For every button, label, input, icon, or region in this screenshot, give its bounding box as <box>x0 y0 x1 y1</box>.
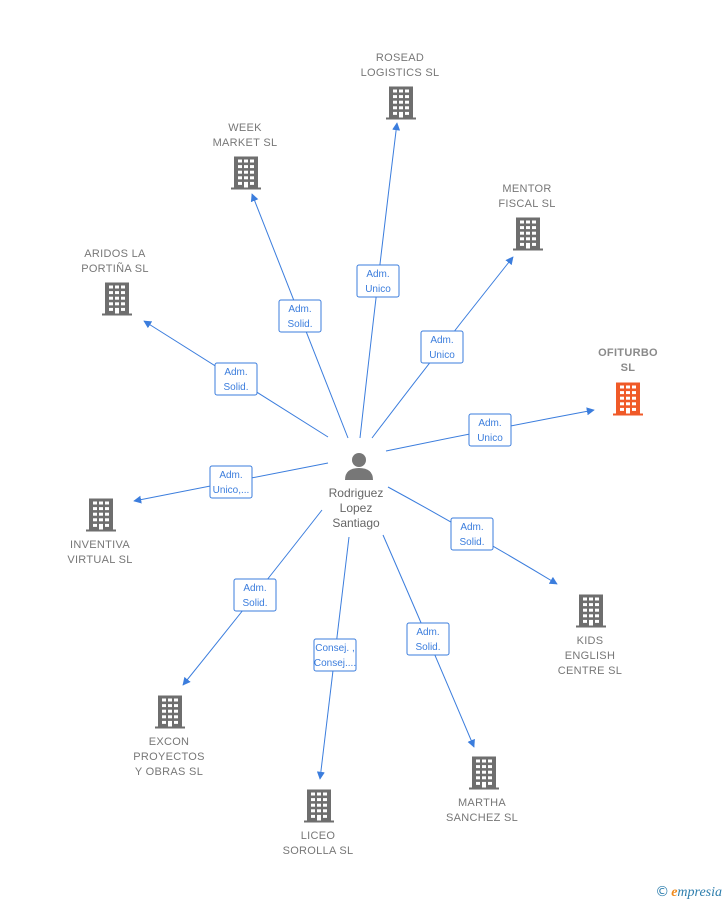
building-icon[interactable] <box>102 282 132 316</box>
company-name: FISCAL SL <box>498 198 555 210</box>
brand-e: e <box>671 885 678 900</box>
edge-label-box[interactable] <box>209 465 253 499</box>
building-icon[interactable] <box>155 695 185 729</box>
company-node-mentor[interactable]: MENTOR FISCAL SL <box>498 183 555 251</box>
company-name: SOROLLA SL <box>283 845 354 857</box>
edge-label-text: Solid. <box>459 537 484 548</box>
person-name: Rodriguez <box>329 486 384 500</box>
edge-kids[interactable]: Adm. Solid. <box>387 486 558 585</box>
edge-label-text: Solid. <box>287 319 312 330</box>
building-icon[interactable] <box>469 756 499 790</box>
company-name: OFITURBO <box>598 347 658 359</box>
edge-martha[interactable]: Adm. Solid. <box>382 534 475 748</box>
edge-label-text: Unico <box>429 350 455 361</box>
edge-inventiva[interactable]: Adm. Unico,... <box>133 462 329 504</box>
edge-label-text: Unico <box>477 433 503 444</box>
edge-label-text: Unico,... <box>213 485 250 496</box>
company-name: ROSEAD <box>376 52 424 64</box>
nodes-layer: ROSEAD LOGISTICS SL WEEK MARKET SL MENTOR FIS… <box>67 52 658 858</box>
edge-label-box[interactable] <box>356 264 400 298</box>
edge-label-text: Adm. <box>224 367 247 378</box>
edge-label-box[interactable] <box>406 622 450 656</box>
company-name: MARTHA <box>458 797 506 809</box>
company-node-martha[interactable]: MARTHA SANCHEZ SL <box>446 756 518 825</box>
company-name: SANCHEZ SL <box>446 812 518 824</box>
company-node-aridos[interactable]: ARIDOS LA PORTIÑA SL <box>81 248 149 316</box>
edge-label-box[interactable] <box>278 299 322 333</box>
person-name: Santiago <box>332 516 380 530</box>
company-node-inventiva[interactable]: INVENTIVA VIRTUAL SL <box>67 498 132 567</box>
building-icon[interactable] <box>86 498 116 532</box>
edge-excon[interactable]: Adm. Solid. <box>182 509 323 686</box>
building-icon[interactable] <box>513 217 543 251</box>
company-node-rosead[interactable]: ROSEAD LOGISTICS SL <box>361 52 440 120</box>
company-name: MARKET SL <box>213 137 278 149</box>
company-name: MENTOR <box>502 183 551 195</box>
edge-week[interactable]: Adm. Solid. <box>250 193 349 439</box>
empresia-logo[interactable]: ©empresia <box>655 884 722 901</box>
company-name: CENTRE SL <box>558 665 622 677</box>
edge-label-text: Solid. <box>242 598 267 609</box>
edge-label-text: Adm. <box>288 304 311 315</box>
person-icon <box>345 453 373 480</box>
building-icon[interactable] <box>386 86 416 120</box>
edge-ofiturbo[interactable]: Adm. Unico <box>385 407 595 452</box>
company-name: PORTIÑA SL <box>81 262 149 275</box>
edge-label-text: Consej.... <box>314 658 356 669</box>
building-icon[interactable] <box>231 156 261 190</box>
company-node-excon[interactable]: EXCON PROYECTOS Y OBRAS SL <box>133 695 205 779</box>
company-name: EXCON <box>149 736 190 748</box>
edges-layer: Adm.UnicoAdm.Solid.Adm.UnicoAdm.Solid.Ad… <box>133 122 595 780</box>
building-icon[interactable] <box>304 789 334 823</box>
brand-rest: mpresia <box>677 885 722 900</box>
company-name: SL <box>621 362 636 374</box>
company-node-ofiturbo[interactable]: OFITURBO SL <box>598 347 658 416</box>
copyright-icon: © <box>655 884 670 900</box>
company-name: INVENTIVA <box>70 539 130 551</box>
edge-mentor[interactable]: Adm. Unico <box>371 256 514 439</box>
company-name: LOGISTICS SL <box>361 67 440 79</box>
edge-label-box[interactable] <box>468 413 512 447</box>
edge-label-text: Adm. <box>243 583 266 594</box>
edge-label-text: Unico <box>365 284 391 295</box>
edge-label-box[interactable] <box>214 362 258 396</box>
edge-label-text: Solid. <box>415 642 440 653</box>
company-name: PROYECTOS <box>133 751 205 763</box>
company-name: LICEO <box>301 830 336 842</box>
building-icon[interactable] <box>613 382 643 416</box>
company-name: VIRTUAL SL <box>67 554 132 566</box>
edge-liceo[interactable]: Consej. , Consej.... <box>313 536 357 780</box>
company-name: ARIDOS LA <box>84 248 146 260</box>
edge-label-text: Adm. <box>366 269 389 280</box>
person-name: Lopez <box>340 501 373 515</box>
edge-aridos[interactable]: Adm. Solid. <box>143 320 329 438</box>
edge-label-box[interactable] <box>233 578 277 612</box>
edge-label-text: Adm. <box>478 418 501 429</box>
edge-label-box[interactable] <box>420 330 464 364</box>
company-name: WEEK <box>228 122 262 134</box>
edge-label-text: Adm. <box>430 335 453 346</box>
edge-label-box[interactable] <box>313 638 357 672</box>
company-node-kids[interactable]: KIDS ENGLISH CENTRE SL <box>558 594 622 678</box>
company-name: Y OBRAS SL <box>135 766 203 778</box>
company-name: KIDS <box>577 635 604 647</box>
company-node-week[interactable]: WEEK MARKET SL <box>213 122 278 190</box>
building-icon[interactable] <box>576 594 606 628</box>
company-node-liceo[interactable]: LICEO SOROLLA SL <box>283 789 354 858</box>
company-name: ENGLISH <box>565 650 615 662</box>
edge-label-box[interactable] <box>450 517 494 551</box>
edge-label-text: Adm. <box>219 470 242 481</box>
edge-label-text: Consej. , <box>315 643 354 654</box>
edge-label-text: Adm. <box>460 522 483 533</box>
edge-rosead[interactable]: Adm. Unico <box>356 122 401 439</box>
edge-label-text: Adm. <box>416 627 439 638</box>
edge-label-text: Solid. <box>223 382 248 393</box>
